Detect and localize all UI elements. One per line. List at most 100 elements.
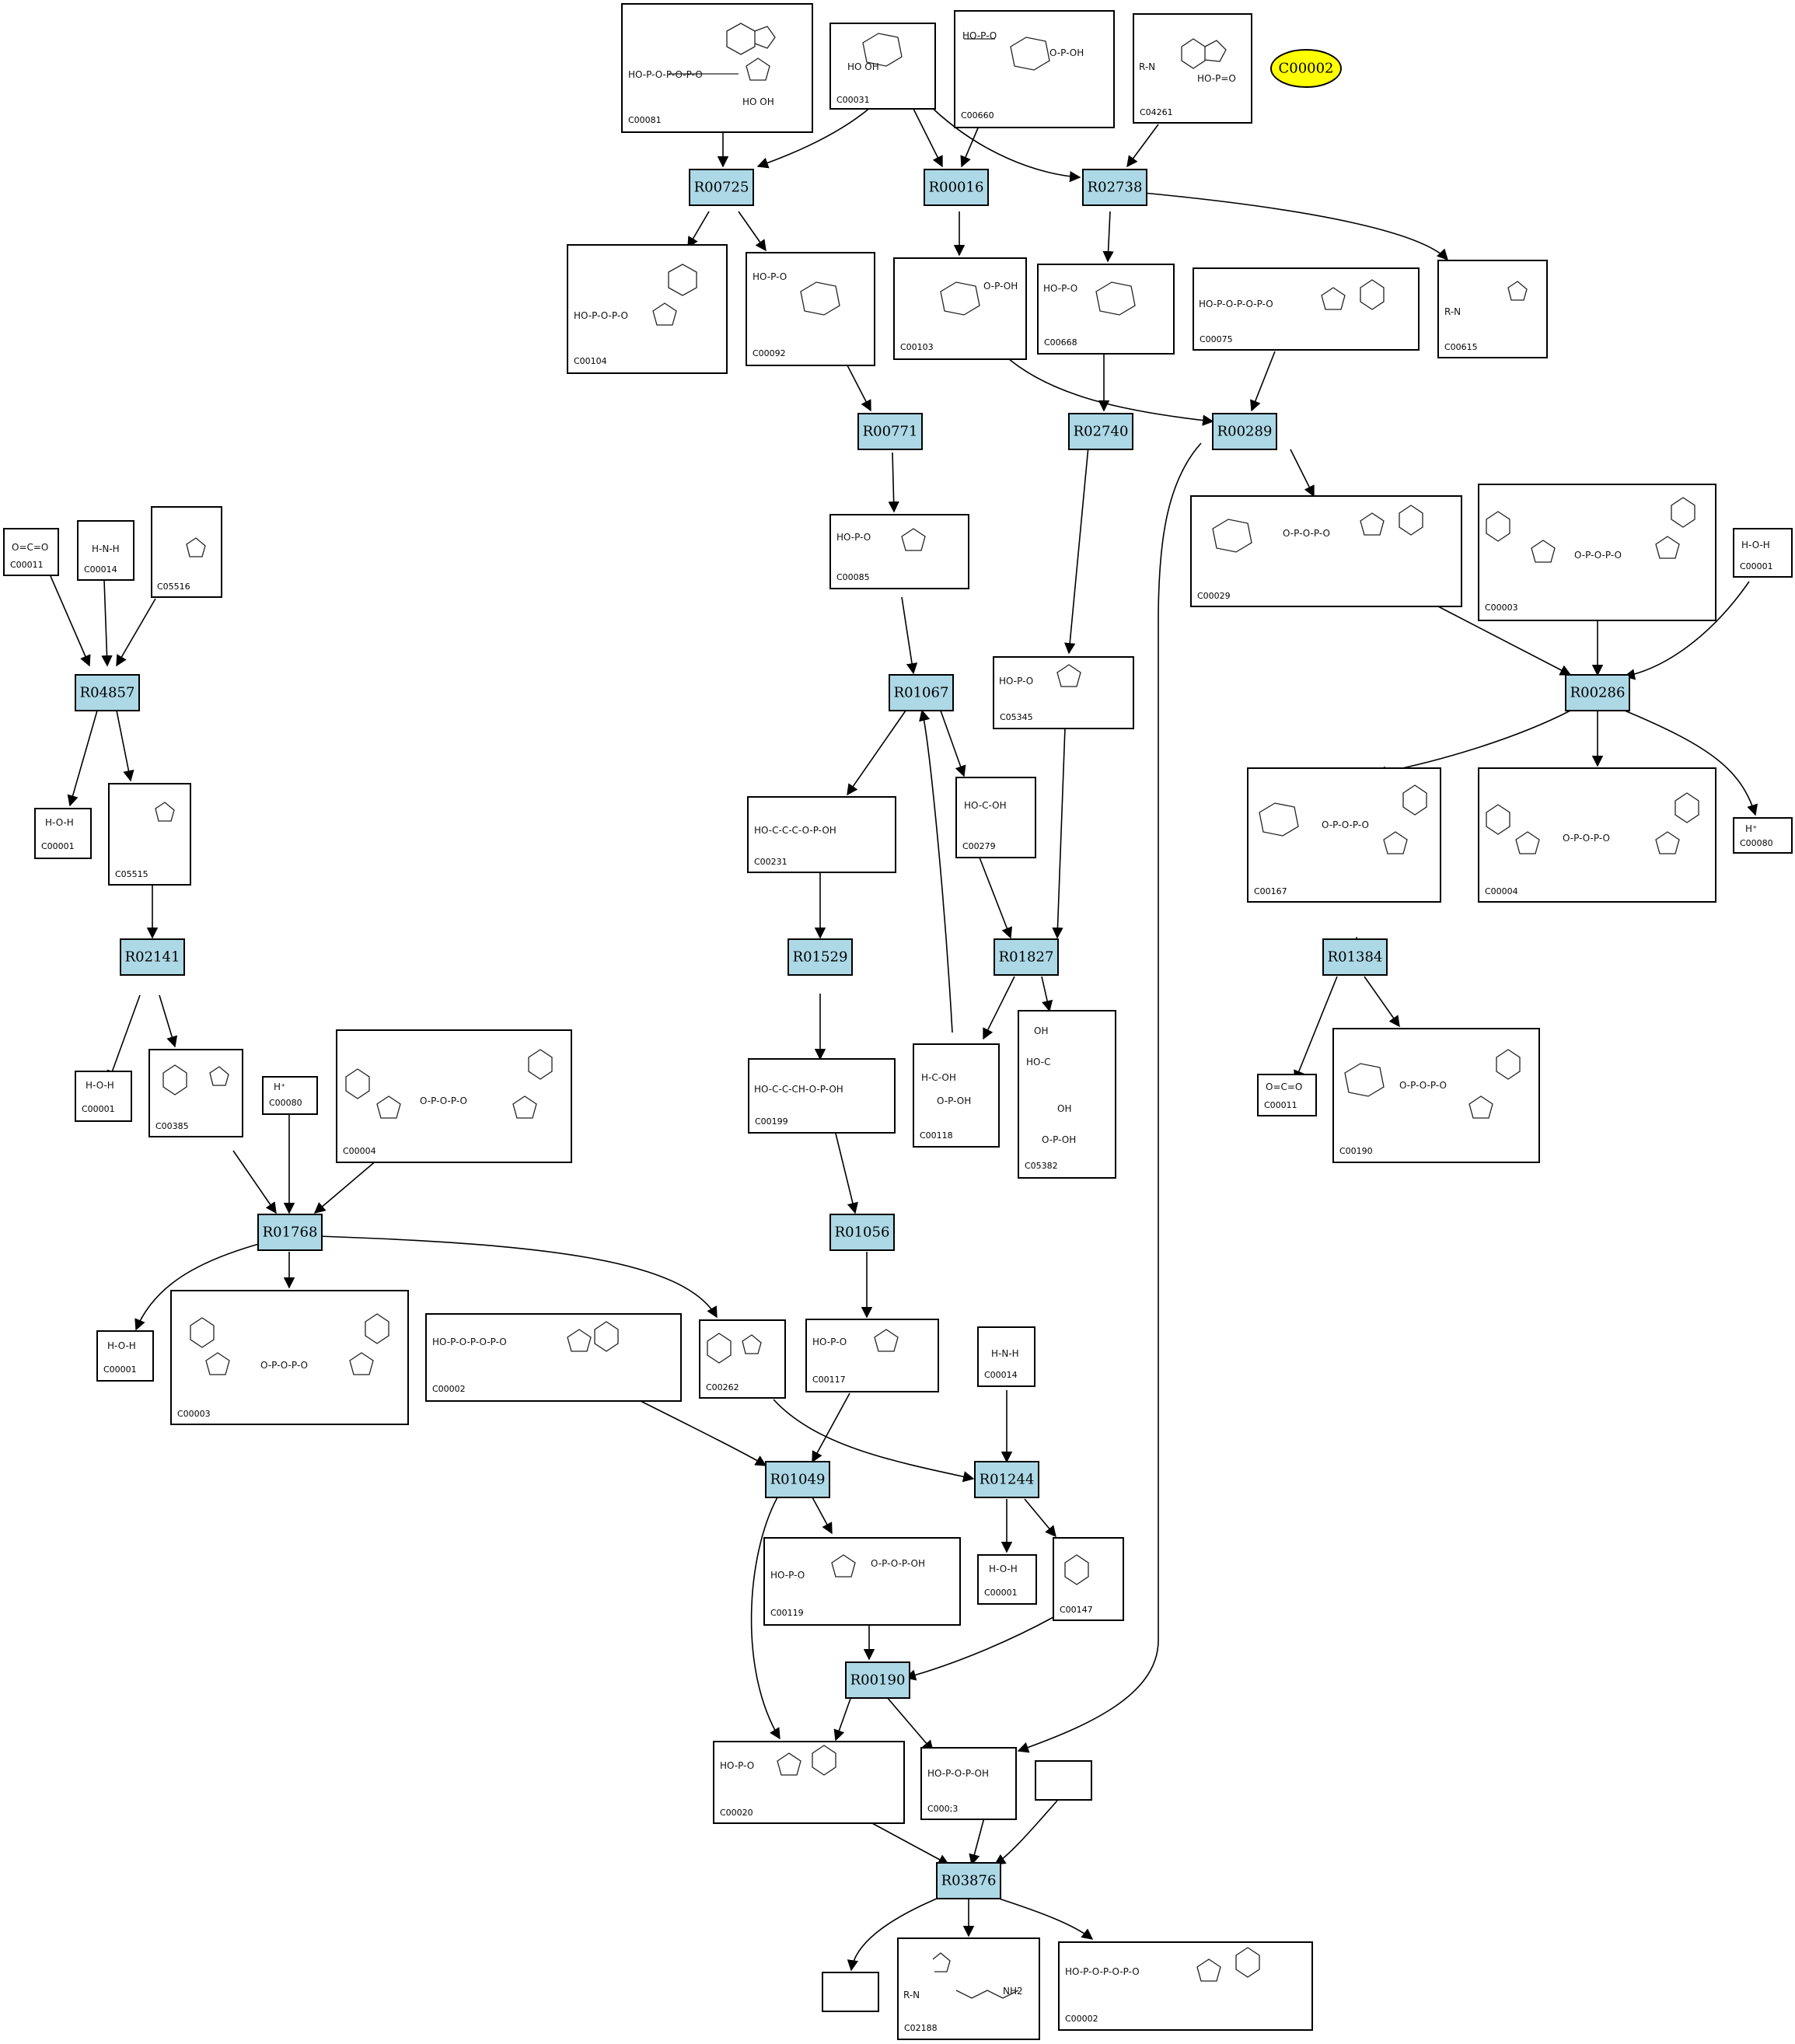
svg-text:C00002: C00002 bbox=[432, 1384, 466, 1394]
svg-text:O-P-OH: O-P-OH bbox=[983, 281, 1018, 292]
svg-text:R00771: R00771 bbox=[863, 424, 918, 440]
svg-text:HO-P-O-P-O-P-O: HO-P-O-P-O-P-O bbox=[432, 1336, 507, 1347]
compound-node[interactable]: H-O-H C00001 bbox=[977, 1554, 1037, 1605]
svg-text:O-P-O-P-O: O-P-O-P-O bbox=[1574, 550, 1622, 561]
reaction-node[interactable]: R00725 bbox=[689, 169, 754, 206]
reaction-node[interactable]: R02740 bbox=[1068, 413, 1133, 450]
compound-node[interactable]: C00147 bbox=[1053, 1537, 1124, 1621]
compound-node[interactable]: C05516 bbox=[151, 506, 222, 598]
compound-node[interactable]: R-N NH2 C02188 bbox=[897, 1937, 1040, 2040]
compound-node[interactable]: HO-P-O-P-O-P-O HO OH C00081 bbox=[621, 3, 813, 133]
compound-node[interactable]: C00385 bbox=[148, 1049, 243, 1137]
svg-text:HO-P-O: HO-P-O bbox=[999, 676, 1033, 687]
svg-text:HO-P-O: HO-P-O bbox=[770, 1570, 805, 1581]
svg-text:R01067: R01067 bbox=[894, 685, 949, 701]
compound-node[interactable]: O-P-O-P-O C00004 bbox=[1478, 767, 1716, 903]
compound-node[interactable]: HO-P-O-P-O C00104 bbox=[567, 244, 728, 374]
compound-node[interactable]: H⁺ C00080 bbox=[262, 1076, 318, 1115]
compound-node[interactable]: H-O-H C00001 bbox=[1733, 528, 1793, 578]
compound-node[interactable]: HO-P-O C00020 bbox=[713, 1741, 905, 1824]
compound-node[interactable]: HO-P-O-P-O-P-O C00002 bbox=[1058, 1941, 1313, 2031]
compound-node[interactable]: R-N C00615 bbox=[1437, 260, 1548, 358]
compound-node[interactable]: HO-P-O O-P-O-P-OH C00119 bbox=[763, 1537, 961, 1626]
compound-node[interactable]: C05515 bbox=[108, 783, 191, 886]
compound-node[interactable]: H⁺ C00080 bbox=[1733, 817, 1793, 854]
reaction-node[interactable]: R00771 bbox=[857, 413, 923, 450]
reaction-node[interactable]: R02738 bbox=[1082, 169, 1147, 206]
svg-text:C00660: C00660 bbox=[961, 110, 994, 121]
svg-text:OH: OH bbox=[1034, 1025, 1048, 1036]
reaction-node[interactable]: R01244 bbox=[974, 1461, 1039, 1498]
reaction-node[interactable]: R01067 bbox=[889, 674, 954, 711]
svg-text:C00167: C00167 bbox=[1254, 886, 1287, 896]
compound-node[interactable] bbox=[822, 1972, 879, 2012]
svg-text:O-P-O-P-O: O-P-O-P-O bbox=[1283, 528, 1330, 539]
reaction-node[interactable]: R01384 bbox=[1322, 938, 1388, 976]
compound-node[interactable]: O-P-O-P-O C00003 bbox=[170, 1290, 409, 1425]
compound-node[interactable]: HO-C-C-CH-O-P-OH C00199 bbox=[748, 1058, 896, 1134]
svg-text:O-P-O-P-O: O-P-O-P-O bbox=[1399, 1080, 1447, 1091]
reaction-node[interactable]: R01827 bbox=[994, 938, 1059, 976]
compound-node[interactable]: OH HO-C OH O-P-OH C05382 bbox=[1018, 1010, 1116, 1179]
highlighted-compound[interactable]: C00002 bbox=[1270, 49, 1342, 88]
svg-text:H⁺: H⁺ bbox=[1745, 823, 1757, 834]
reaction-node[interactable]: R00016 bbox=[924, 169, 989, 206]
compound-node[interactable]: HO-C-OH C00279 bbox=[955, 777, 1036, 858]
svg-text:C00020: C00020 bbox=[720, 1808, 753, 1818]
svg-text:R-N: R-N bbox=[1444, 306, 1461, 317]
reaction-node[interactable]: R01049 bbox=[765, 1461, 830, 1498]
svg-text:C00231: C00231 bbox=[754, 857, 787, 867]
compound-node[interactable]: C00262 bbox=[699, 1319, 786, 1399]
compound-node[interactable]: H-O-H C00001 bbox=[96, 1330, 154, 1382]
svg-text:C00092: C00092 bbox=[753, 348, 786, 358]
svg-text:C00615: C00615 bbox=[1444, 342, 1478, 352]
compound-node[interactable]: O=C=O C00011 bbox=[1257, 1074, 1317, 1116]
compound-node[interactable]: HO-C-C-C-O-P-OH C00231 bbox=[747, 796, 896, 873]
compound-node[interactable]: O-P-O-P-O C00167 bbox=[1247, 767, 1441, 903]
svg-text:C00014: C00014 bbox=[984, 1370, 1018, 1380]
reaction-node[interactable]: R01768 bbox=[257, 1214, 323, 1251]
reaction-node[interactable]: R00286 bbox=[1565, 674, 1630, 711]
reaction-node[interactable]: R01056 bbox=[829, 1214, 895, 1251]
svg-text:HO-P=O: HO-P=O bbox=[1197, 73, 1236, 84]
reaction-node[interactable]: R00289 bbox=[1212, 413, 1277, 450]
compound-node[interactable]: O-P-O-P-O C00004 bbox=[336, 1029, 572, 1163]
svg-text:HO-P-O-P-O: HO-P-O-P-O bbox=[574, 310, 628, 321]
reaction-node[interactable]: R00190 bbox=[845, 1661, 910, 1699]
compound-node[interactable]: O-P-O-P-O C00190 bbox=[1332, 1028, 1540, 1163]
reaction-node[interactable]: R01529 bbox=[787, 938, 853, 976]
compound-node[interactable]: HO-P-O O-P-OH C00660 bbox=[954, 10, 1115, 128]
compound-node[interactable]: HO-P-O C05345 bbox=[993, 656, 1134, 729]
compound-node[interactable]: HO OH C00031 bbox=[829, 23, 936, 110]
svg-text:R01768: R01768 bbox=[263, 1225, 318, 1241]
svg-text:C00003: C00003 bbox=[177, 1409, 211, 1419]
compound-node[interactable]: H-O-H C00001 bbox=[75, 1071, 132, 1122]
compound-node[interactable]: HO-P-O-P-OH C000;3 bbox=[920, 1747, 1017, 1820]
compound-node[interactable]: HO-P-O C00117 bbox=[805, 1319, 939, 1392]
compound-node[interactable]: HO-P-O-P-O-P-O C00002 bbox=[425, 1313, 682, 1402]
compound-node[interactable]: O-P-O-P-O C00029 bbox=[1190, 495, 1462, 607]
compound-node[interactable]: H-C-OH O-P-OH C00118 bbox=[913, 1043, 1000, 1148]
svg-text:C05345: C05345 bbox=[1000, 712, 1033, 722]
compound-node[interactable]: O-P-OH C00103 bbox=[893, 257, 1027, 360]
compound-node[interactable]: O=C=O C00011 bbox=[3, 528, 59, 576]
compound-node[interactable] bbox=[1035, 1760, 1092, 1801]
reaction-node[interactable]: R03876 bbox=[936, 1862, 1001, 1899]
svg-text:C00668: C00668 bbox=[1044, 337, 1077, 348]
compound-node[interactable]: R-N HO-P=O C04261 bbox=[1133, 13, 1252, 124]
reaction-node[interactable]: R02141 bbox=[120, 938, 185, 976]
compound-node[interactable]: HO-P-O C00092 bbox=[746, 252, 875, 366]
compound-node[interactable]: H-N-H C00014 bbox=[77, 520, 134, 581]
reaction-node[interactable]: R04857 bbox=[75, 674, 140, 711]
svg-text:R02738: R02738 bbox=[1088, 180, 1143, 196]
reaction-nodes: R00725 R00016 R02738 R00771 R02740 R0028… bbox=[75, 169, 1630, 1899]
svg-text:C00103: C00103 bbox=[900, 342, 934, 352]
svg-text:C00199: C00199 bbox=[755, 1116, 788, 1127]
compound-node[interactable]: HO-P-O-P-O-P-O C00075 bbox=[1193, 267, 1420, 351]
compound-node[interactable]: HO-P-O C00085 bbox=[829, 514, 969, 589]
compound-node[interactable]: H-N-H C00014 bbox=[977, 1326, 1035, 1387]
compound-node[interactable]: O-P-O-P-O C00003 bbox=[1478, 484, 1716, 621]
compound-node[interactable]: H-O-H C00001 bbox=[34, 808, 92, 859]
compound-node[interactable]: HO-P-O C00668 bbox=[1037, 264, 1175, 355]
svg-text:HO-P-O-P-O-P-O: HO-P-O-P-O-P-O bbox=[1065, 1966, 1140, 1977]
